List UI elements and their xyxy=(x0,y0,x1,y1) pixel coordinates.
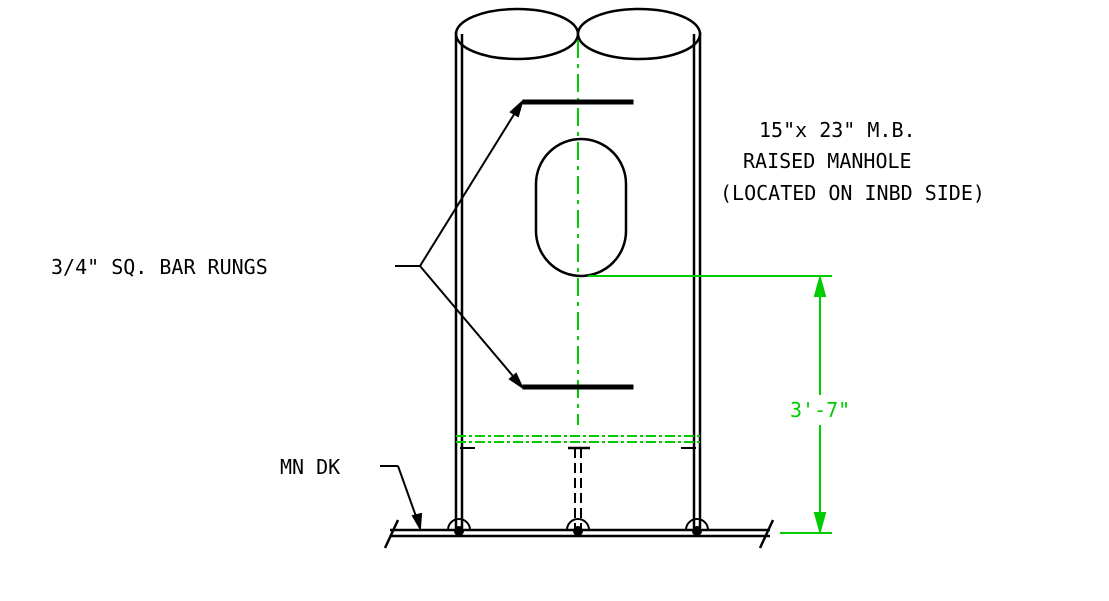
deck-leader xyxy=(380,465,423,532)
trunk-top-left-ellipse xyxy=(454,7,580,61)
weld-symbols xyxy=(446,518,710,536)
manhole-location-label: (LOCATED ON INBD SIDE) xyxy=(720,181,985,205)
trunk-outline xyxy=(454,7,702,528)
rung-lower xyxy=(522,384,634,390)
rungs-label: 3/4" SQ. BAR RUNGS xyxy=(51,255,268,279)
rungs-leaders xyxy=(395,98,525,390)
manhole-size-label: 15"x 23" M.B. xyxy=(759,118,916,142)
rungs-leader-arrow-upper xyxy=(509,98,524,118)
deck-break-right xyxy=(758,519,775,549)
deck-leader-arrow xyxy=(411,512,423,532)
dimension-label: 3'-7" xyxy=(790,398,850,422)
deck-stiffener xyxy=(456,435,700,528)
manhole-type-label: RAISED MANHOLE xyxy=(743,149,912,173)
rung-upper xyxy=(522,99,634,105)
dimension-arrow-top xyxy=(813,274,827,297)
deck-break-left xyxy=(383,519,400,549)
weld-center xyxy=(565,518,591,531)
weld-right xyxy=(684,518,710,531)
raised-manhole xyxy=(534,137,628,278)
weld-left xyxy=(446,518,472,531)
dimension-3-7 xyxy=(588,274,850,535)
deck-label: MN DK xyxy=(280,455,340,479)
trunk-top-right-ellipse xyxy=(576,7,702,61)
rungs-leader-arrow-lower xyxy=(508,372,525,390)
dimension-arrow-bottom xyxy=(813,512,827,535)
